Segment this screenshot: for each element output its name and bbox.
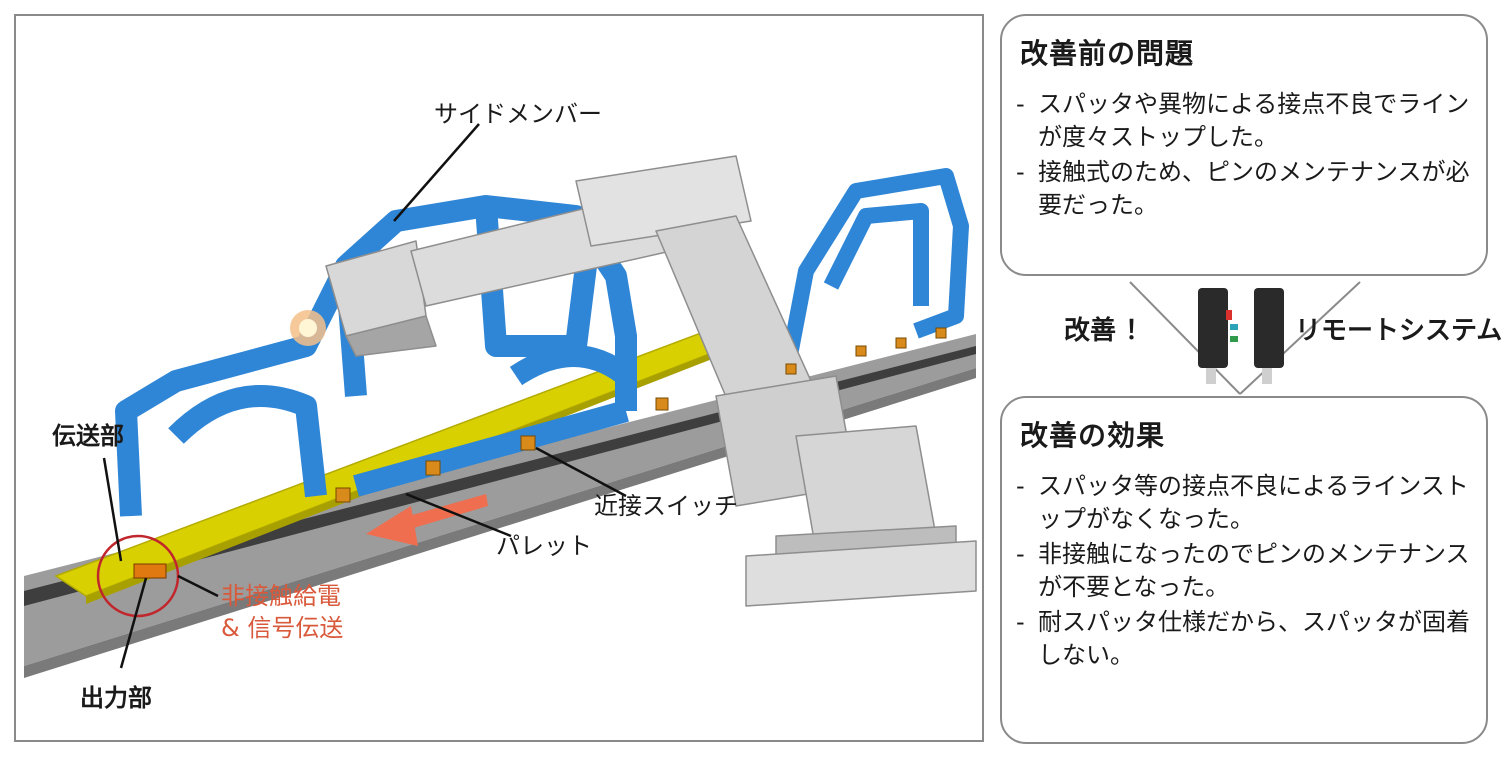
label-side-member: サイドメンバー [434, 102, 602, 126]
before-list: -スパッタや異物による接点不良でラインが度々ストップした。 -接触式のため、ピン… [1016, 88, 1470, 224]
improvement-row: 改善 ！ リモートシステム [1000, 278, 1505, 398]
after-callout: 改善の効果 -スパッタ等の接点不良によるラインストップがなくなった。 -非接触に… [1000, 396, 1488, 744]
label-non-contact-line2: & 信号伝送 [221, 616, 343, 640]
after-list: -スパッタ等の接点不良によるラインストップがなくなった。 -非接触になったのでピ… [1016, 470, 1470, 674]
sensor-receiver-icon [1254, 288, 1284, 368]
improve-label: 改善 ！ [1064, 318, 1151, 344]
sensor-transmitter-icon [1198, 288, 1228, 368]
list-item: -非接触になったのでピンのメンテナンスが不要となった。 [1016, 538, 1470, 604]
after-title: 改善の効果 [1020, 414, 1165, 454]
list-item: -スパッタ等の接点不良によるラインストップがなくなった。 [1016, 470, 1470, 536]
list-item: -耐スパッタ仕様だから、スパッタが固着しない。 [1016, 606, 1470, 672]
list-item: -接触式のため、ピンのメンテナンスが必要だった。 [1016, 156, 1470, 222]
system-label: リモートシステム [1295, 318, 1502, 344]
scene-panel: サイドメンバー 伝送部 近接スイッチ パレット 非接触給電 & 信号伝送 出力部 [14, 14, 984, 742]
label-proximity-switch: 近接スイッチ [594, 494, 738, 518]
list-item: -スパッタや異物による接点不良でラインが度々ストップした。 [1016, 88, 1470, 154]
before-callout: 改善前の問題 -スパッタや異物による接点不良でラインが度々ストップした。 -接触… [1000, 14, 1488, 276]
label-pallet: パレット [496, 534, 592, 558]
label-transmitter: 伝送部 [52, 424, 124, 448]
label-output: 出力部 [80, 686, 152, 710]
label-non-contact-line1: 非接触給電 [221, 584, 341, 608]
before-title: 改善前の問題 [1020, 32, 1194, 72]
coupler-unit [134, 564, 166, 578]
